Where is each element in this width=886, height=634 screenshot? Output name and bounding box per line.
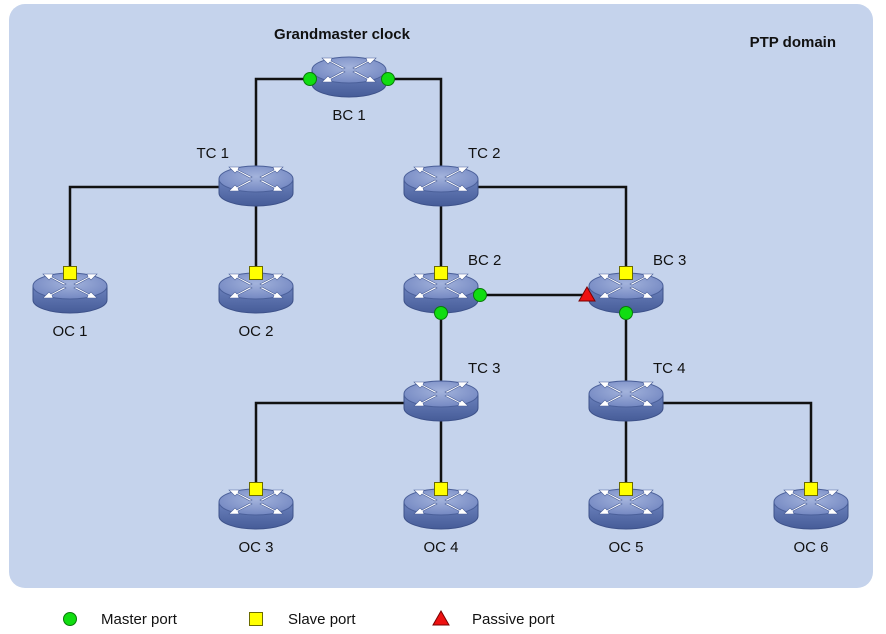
legend-passive-icon [432, 609, 450, 626]
legend-master-icon [63, 612, 77, 626]
device-label-bc3: BC 3 [653, 252, 686, 269]
legend-slave-icon [249, 612, 263, 626]
device-label-bc2: BC 2 [468, 252, 501, 269]
device-label-oc4: OC 4 [423, 539, 458, 556]
legend-passive-label: Passive port [472, 611, 555, 628]
slave-port-bc2-top-icon [434, 266, 448, 280]
passive-port-bc3-left-icon [578, 285, 596, 302]
device-label-bc1: BC 1 [332, 107, 365, 124]
master-port-bc2-right-icon [473, 288, 487, 302]
legend-slave-label: Slave port [288, 611, 356, 628]
slave-port-oc6-top-icon [804, 482, 818, 496]
slave-port-oc4-top-icon [434, 482, 448, 496]
device-label-oc6: OC 6 [793, 539, 828, 556]
slave-port-oc3-top-icon [249, 482, 263, 496]
device-label-oc3: OC 3 [238, 539, 273, 556]
device-label-oc1: OC 1 [52, 323, 87, 340]
ports-layer [63, 72, 818, 496]
link-tc1-oc1 [68, 185, 256, 286]
master-port-bc1-left-icon [303, 72, 317, 86]
link-tc2-bc3 [441, 185, 628, 286]
device-label-tc3: TC 3 [468, 360, 501, 377]
master-port-bc2-bottom-icon [434, 306, 448, 320]
link-bc1-tc2 [388, 77, 443, 179]
slave-port-oc2-top-icon [249, 266, 263, 280]
legend: Master port Slave port Passive port [63, 609, 555, 628]
legend-master-label: Master port [101, 611, 178, 628]
device-tc1-icon[interactable] [218, 165, 294, 207]
device-tc2-icon[interactable] [403, 165, 479, 207]
device-tc4-icon[interactable] [588, 380, 664, 422]
device-bc1-icon[interactable] [311, 56, 387, 98]
labels-layer: BC 1 TC 1 TC 2 OC 1 OC 2 BC 2 BC 3 TC 3 TC 4 OC 3… [52, 107, 828, 556]
device-tc3-icon[interactable] [403, 380, 479, 422]
ptp-domain-title: PTP domain [750, 34, 836, 51]
master-port-bc1-right-icon [381, 72, 395, 86]
device-label-tc1: TC 1 [196, 145, 229, 162]
master-port-bc3-bottom-icon [619, 306, 633, 320]
grandmaster-label: Grandmaster clock [274, 26, 411, 43]
link-tc4-oc6 [626, 401, 813, 502]
slave-port-oc5-top-icon [619, 482, 633, 496]
device-label-oc5: OC 5 [608, 539, 643, 556]
link-bc1-tc1 [254, 77, 310, 179]
slave-port-bc3-top-icon [619, 266, 633, 280]
slave-port-oc1-top-icon [63, 266, 77, 280]
device-label-tc4: TC 4 [653, 360, 686, 377]
link-tc3-oc3 [254, 401, 441, 502]
device-label-tc2: TC 2 [468, 145, 501, 162]
device-label-oc2: OC 2 [238, 323, 273, 340]
